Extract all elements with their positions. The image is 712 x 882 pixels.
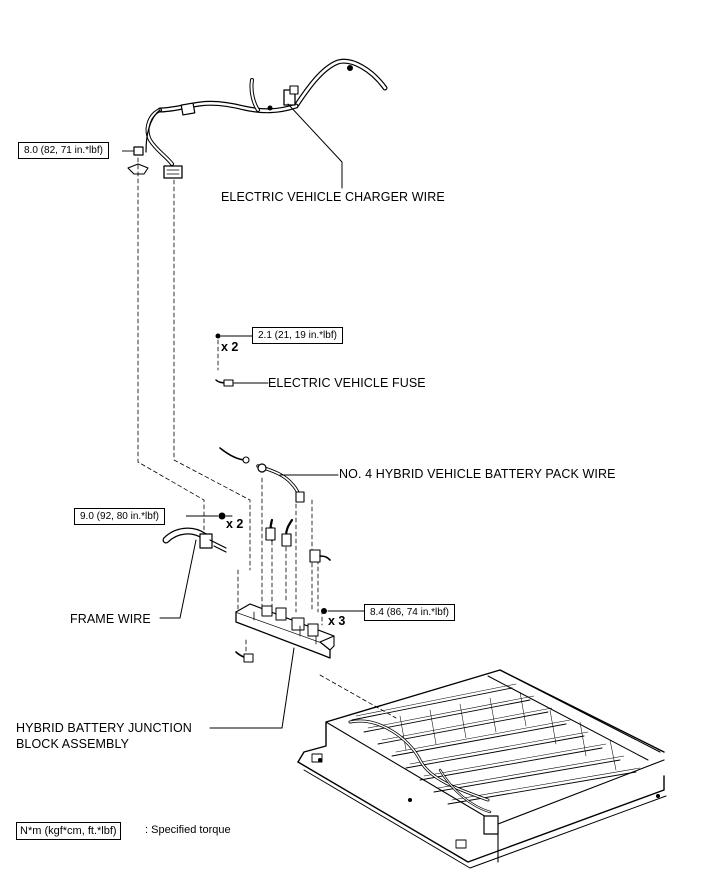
torque-junction-nut: 8.4 (86, 74 in.*lbf) <box>364 604 455 621</box>
legend-torque-unit: N*m (kgf*cm, ft.*lbf) <box>16 822 121 840</box>
label-junction-block-line1: HYBRID BATTERY JUNCTION <box>16 721 192 735</box>
torque-frame-nut: 9.0 (92, 80 in.*lbf) <box>74 508 165 525</box>
qty-fuse-nut: x 2 <box>221 340 239 354</box>
junction-connectors <box>265 518 365 614</box>
pack-wire-drawing <box>219 447 339 503</box>
label-pack-wire: NO. 4 HYBRID VEHICLE BATTERY PACK WIRE <box>339 467 616 481</box>
label-frame-wire: FRAME WIRE <box>70 612 151 626</box>
fuse-drawing <box>215 333 269 387</box>
qty-frame-nut: x 2 <box>226 517 244 531</box>
legend-torque-meaning: : Specified torque <box>145 824 231 836</box>
qty-junction-nut: x 3 <box>328 614 346 628</box>
frame-wire-drawing <box>159 512 233 619</box>
charger-wire-drawing <box>127 58 388 189</box>
torque-fuse-nut: 2.1 (21, 19 in.*lbf) <box>252 327 343 344</box>
label-charger-wire: ELECTRIC VEHICLE CHARGER WIRE <box>221 190 445 204</box>
assembly-guide-lines <box>137 157 397 719</box>
label-fuse: ELECTRIC VEHICLE FUSE <box>268 376 426 390</box>
junction-block-drawing <box>209 603 335 729</box>
label-junction-block-line2: BLOCK ASSEMBLY <box>16 737 130 751</box>
battery-pack-drawing <box>297 669 667 869</box>
torque-charger-bolt: 8.0 (82, 71 in.*lbf) <box>18 142 109 159</box>
